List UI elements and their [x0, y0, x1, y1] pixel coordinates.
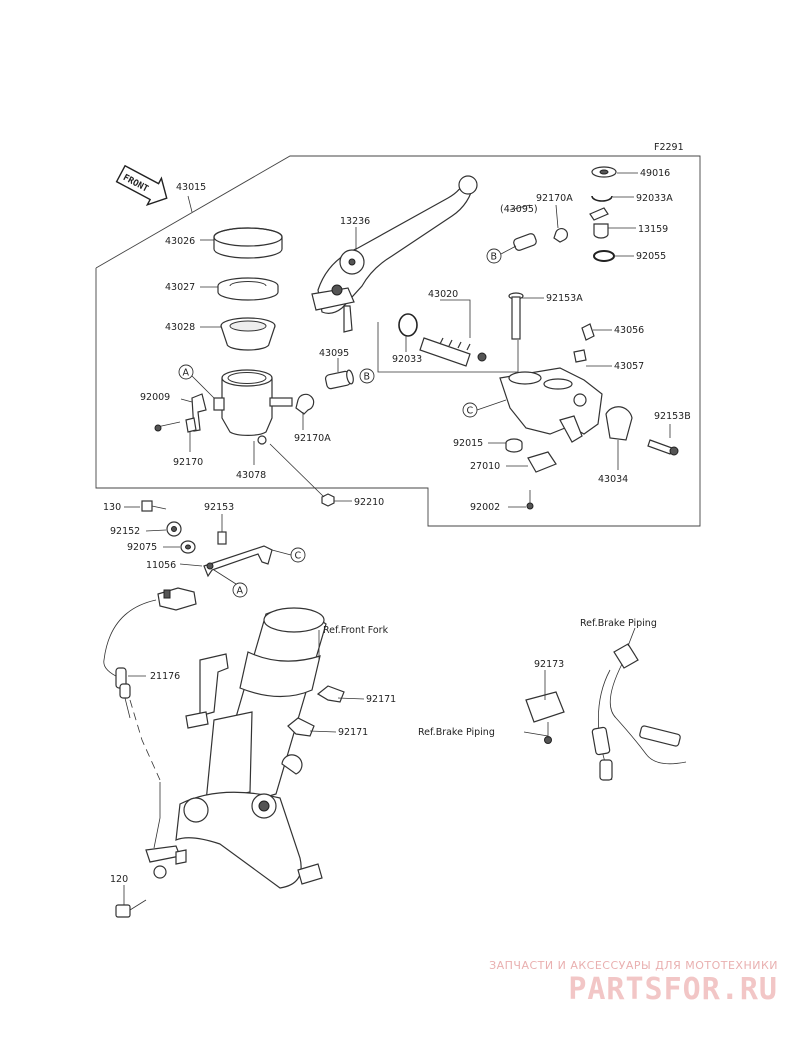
label-120: 120 — [110, 874, 128, 885]
brake-hose-right — [591, 643, 687, 781]
callout-c-body: C — [462, 399, 507, 418]
callout-c-bracket: C — [271, 547, 306, 563]
svg-text:A: A — [183, 368, 190, 379]
label-92171-lower: 92171 — [338, 727, 368, 738]
reservoir-cap — [213, 227, 283, 259]
clamp-92171-upper — [316, 685, 345, 703]
diaphragm-plate — [217, 277, 279, 301]
bolt-120 — [115, 899, 147, 918]
label-43095-ref: (43095) — [500, 204, 538, 215]
figure-code: F2291 — [654, 142, 684, 153]
label-43095: 43095 — [319, 348, 349, 359]
collar-92152 — [166, 521, 182, 537]
bleeder-cap — [573, 349, 587, 363]
svg-text:B: B — [364, 372, 371, 383]
brake-switch — [527, 451, 557, 473]
leader-lines — [123, 172, 671, 905]
label-92171-upper: 92171 — [366, 694, 396, 705]
hose-clamp-92173 — [525, 691, 565, 744]
label-21176: 21176 — [150, 671, 180, 682]
label-130: 130 — [103, 502, 121, 513]
part-labels: 43015 43026 43027 43028 92009 92170 4307… — [103, 168, 691, 885]
label-43015: 43015 — [176, 182, 206, 193]
label-43027: 43027 — [165, 282, 195, 293]
callout-b-left: B — [359, 368, 375, 384]
front-arrow-icon: FRONT — [115, 164, 168, 207]
cap-49016 — [591, 166, 617, 178]
label-27010: 27010 — [470, 461, 500, 472]
bleeder-valve — [581, 323, 595, 341]
label-43034: 43034 — [598, 474, 628, 485]
label-92152: 92152 — [110, 526, 140, 537]
bolt-92153A — [508, 292, 524, 340]
ref-brake-piping-lower: Ref.Brake Piping — [418, 727, 495, 738]
nut-92015 — [505, 438, 523, 453]
bracket-11056 — [203, 545, 273, 578]
svg-text:A: A — [237, 586, 244, 597]
svg-text:C: C — [467, 406, 474, 417]
label-92153A: 92153A — [546, 293, 583, 304]
reservoir-body — [213, 369, 293, 445]
grommet-92075 — [180, 540, 196, 554]
piston-assembly — [419, 337, 487, 367]
label-43078: 43078 — [236, 470, 266, 481]
screw-92002 — [526, 490, 534, 510]
bolt-92153B — [647, 439, 679, 456]
ref-brake-piping-upper: Ref.Brake Piping — [580, 618, 657, 629]
front-fork — [175, 607, 327, 889]
label-43057: 43057 — [614, 361, 644, 372]
hose-clamp-92170 — [185, 417, 197, 433]
callout-a-bracket: A — [213, 569, 248, 598]
svg-text:B: B — [491, 252, 498, 263]
label-92170: 92170 — [173, 457, 203, 468]
circlip-92033A — [591, 195, 613, 202]
label-92153: 92153 — [204, 502, 234, 513]
callout-b-right: B — [486, 245, 517, 264]
label-92075: 92075 — [127, 542, 157, 553]
label-43026: 43026 — [165, 236, 195, 247]
label-43020: 43020 — [428, 289, 458, 300]
label-13236: 13236 — [340, 216, 370, 227]
assembly-boundary — [95, 155, 701, 527]
callout-a-top: A — [178, 364, 215, 399]
hose-43095-ref — [513, 233, 537, 251]
ref-front-fork: Ref.Front Fork — [323, 625, 389, 636]
master-cylinder-body — [499, 367, 603, 443]
label-92153B: 92153B — [654, 411, 691, 422]
diaphragm — [220, 317, 276, 351]
clamp-holder — [605, 406, 633, 441]
label-49016: 49016 — [640, 168, 670, 179]
hose-joint-13159 — [589, 207, 609, 239]
bolt-92153 — [217, 531, 227, 545]
svg-text:C: C — [295, 551, 302, 562]
label-92002: 92002 — [470, 502, 500, 513]
reservoir-hose — [324, 369, 354, 390]
nut-92210 — [321, 493, 335, 507]
o-ring-92055 — [593, 250, 615, 262]
label-92210: 92210 — [354, 497, 384, 508]
label-43028: 43028 — [165, 322, 195, 333]
label-92170A-upper: 92170A — [536, 193, 573, 204]
hose-clamp-92170A — [295, 393, 315, 415]
label-92055: 92055 — [636, 251, 666, 262]
label-13159: 13159 — [638, 224, 668, 235]
label-11056: 11056 — [146, 560, 176, 571]
watermark-subtitle: ЗАПЧАСТИ И АКСЕССУАРЫ ДЛЯ МОТОТЕХНИКИ — [489, 959, 778, 972]
label-92015: 92015 — [453, 438, 483, 449]
hose-clamp-92170A-upper — [553, 228, 568, 243]
label-92033A: 92033A — [636, 193, 673, 204]
label-43056: 43056 — [614, 325, 644, 336]
label-92173: 92173 — [534, 659, 564, 670]
sensor-21176 — [103, 587, 197, 879]
label-92033: 92033 — [392, 354, 422, 365]
label-92009: 92009 — [140, 392, 170, 403]
brake-lever — [311, 175, 478, 333]
circlip-92033 — [398, 313, 418, 337]
watermark-brand: PARTSFOR.RU — [568, 972, 778, 1007]
bolt-130 — [141, 500, 167, 512]
watermark: ЗАПЧАСТИ И АКСЕССУАРЫ ДЛЯ МОТОТЕХНИКИ PA… — [489, 959, 778, 1007]
label-92170A: 92170A — [294, 433, 331, 444]
